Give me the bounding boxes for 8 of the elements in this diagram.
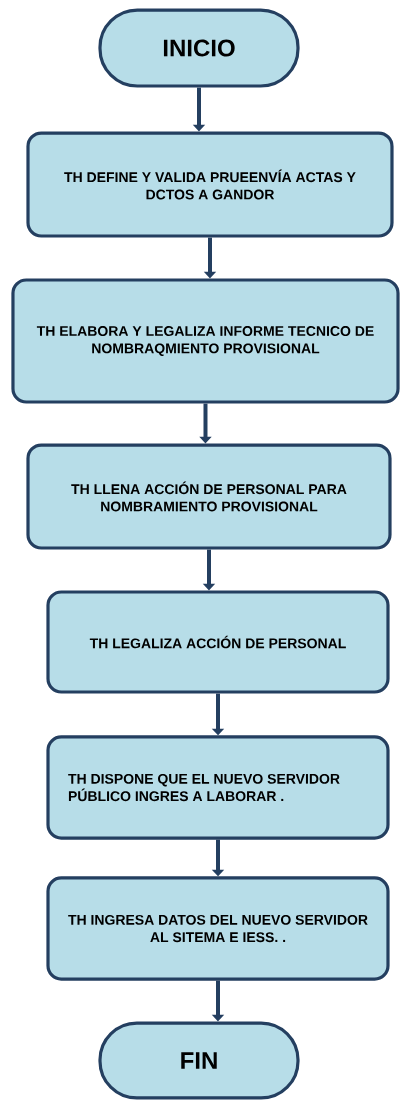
terminal-box: FIN [98, 1021, 300, 1100]
terminal-box: INICIO [98, 8, 300, 88]
process-box: TH LLENA ACCIÓN DE PERSONAL PARA NOMBRAMIENTO PROVISIONAL [26, 443, 392, 550]
process-box: TH DEFINE Y VALIDA PRUEENVÍA ACTAS Y DCTOS A GANDOR [26, 131, 394, 238]
process-box: TH INGRESA DATOS DEL NUEVO SERVIDOR AL SITEMA E IESS. . [46, 876, 390, 981]
process-box: TH DISPONE QUE EL NUEVO SERVIDOR PÚBLICO INGRES A LABORAR . [46, 735, 390, 840]
process-box: TH ELABORA Y LEGALIZA INFORME TECNICO DE NOMBRAQMIENTO PROVISIONAL [11, 278, 400, 404]
process-box: TH LEGALIZA ACCIÓN DE PERSONAL [46, 590, 390, 694]
